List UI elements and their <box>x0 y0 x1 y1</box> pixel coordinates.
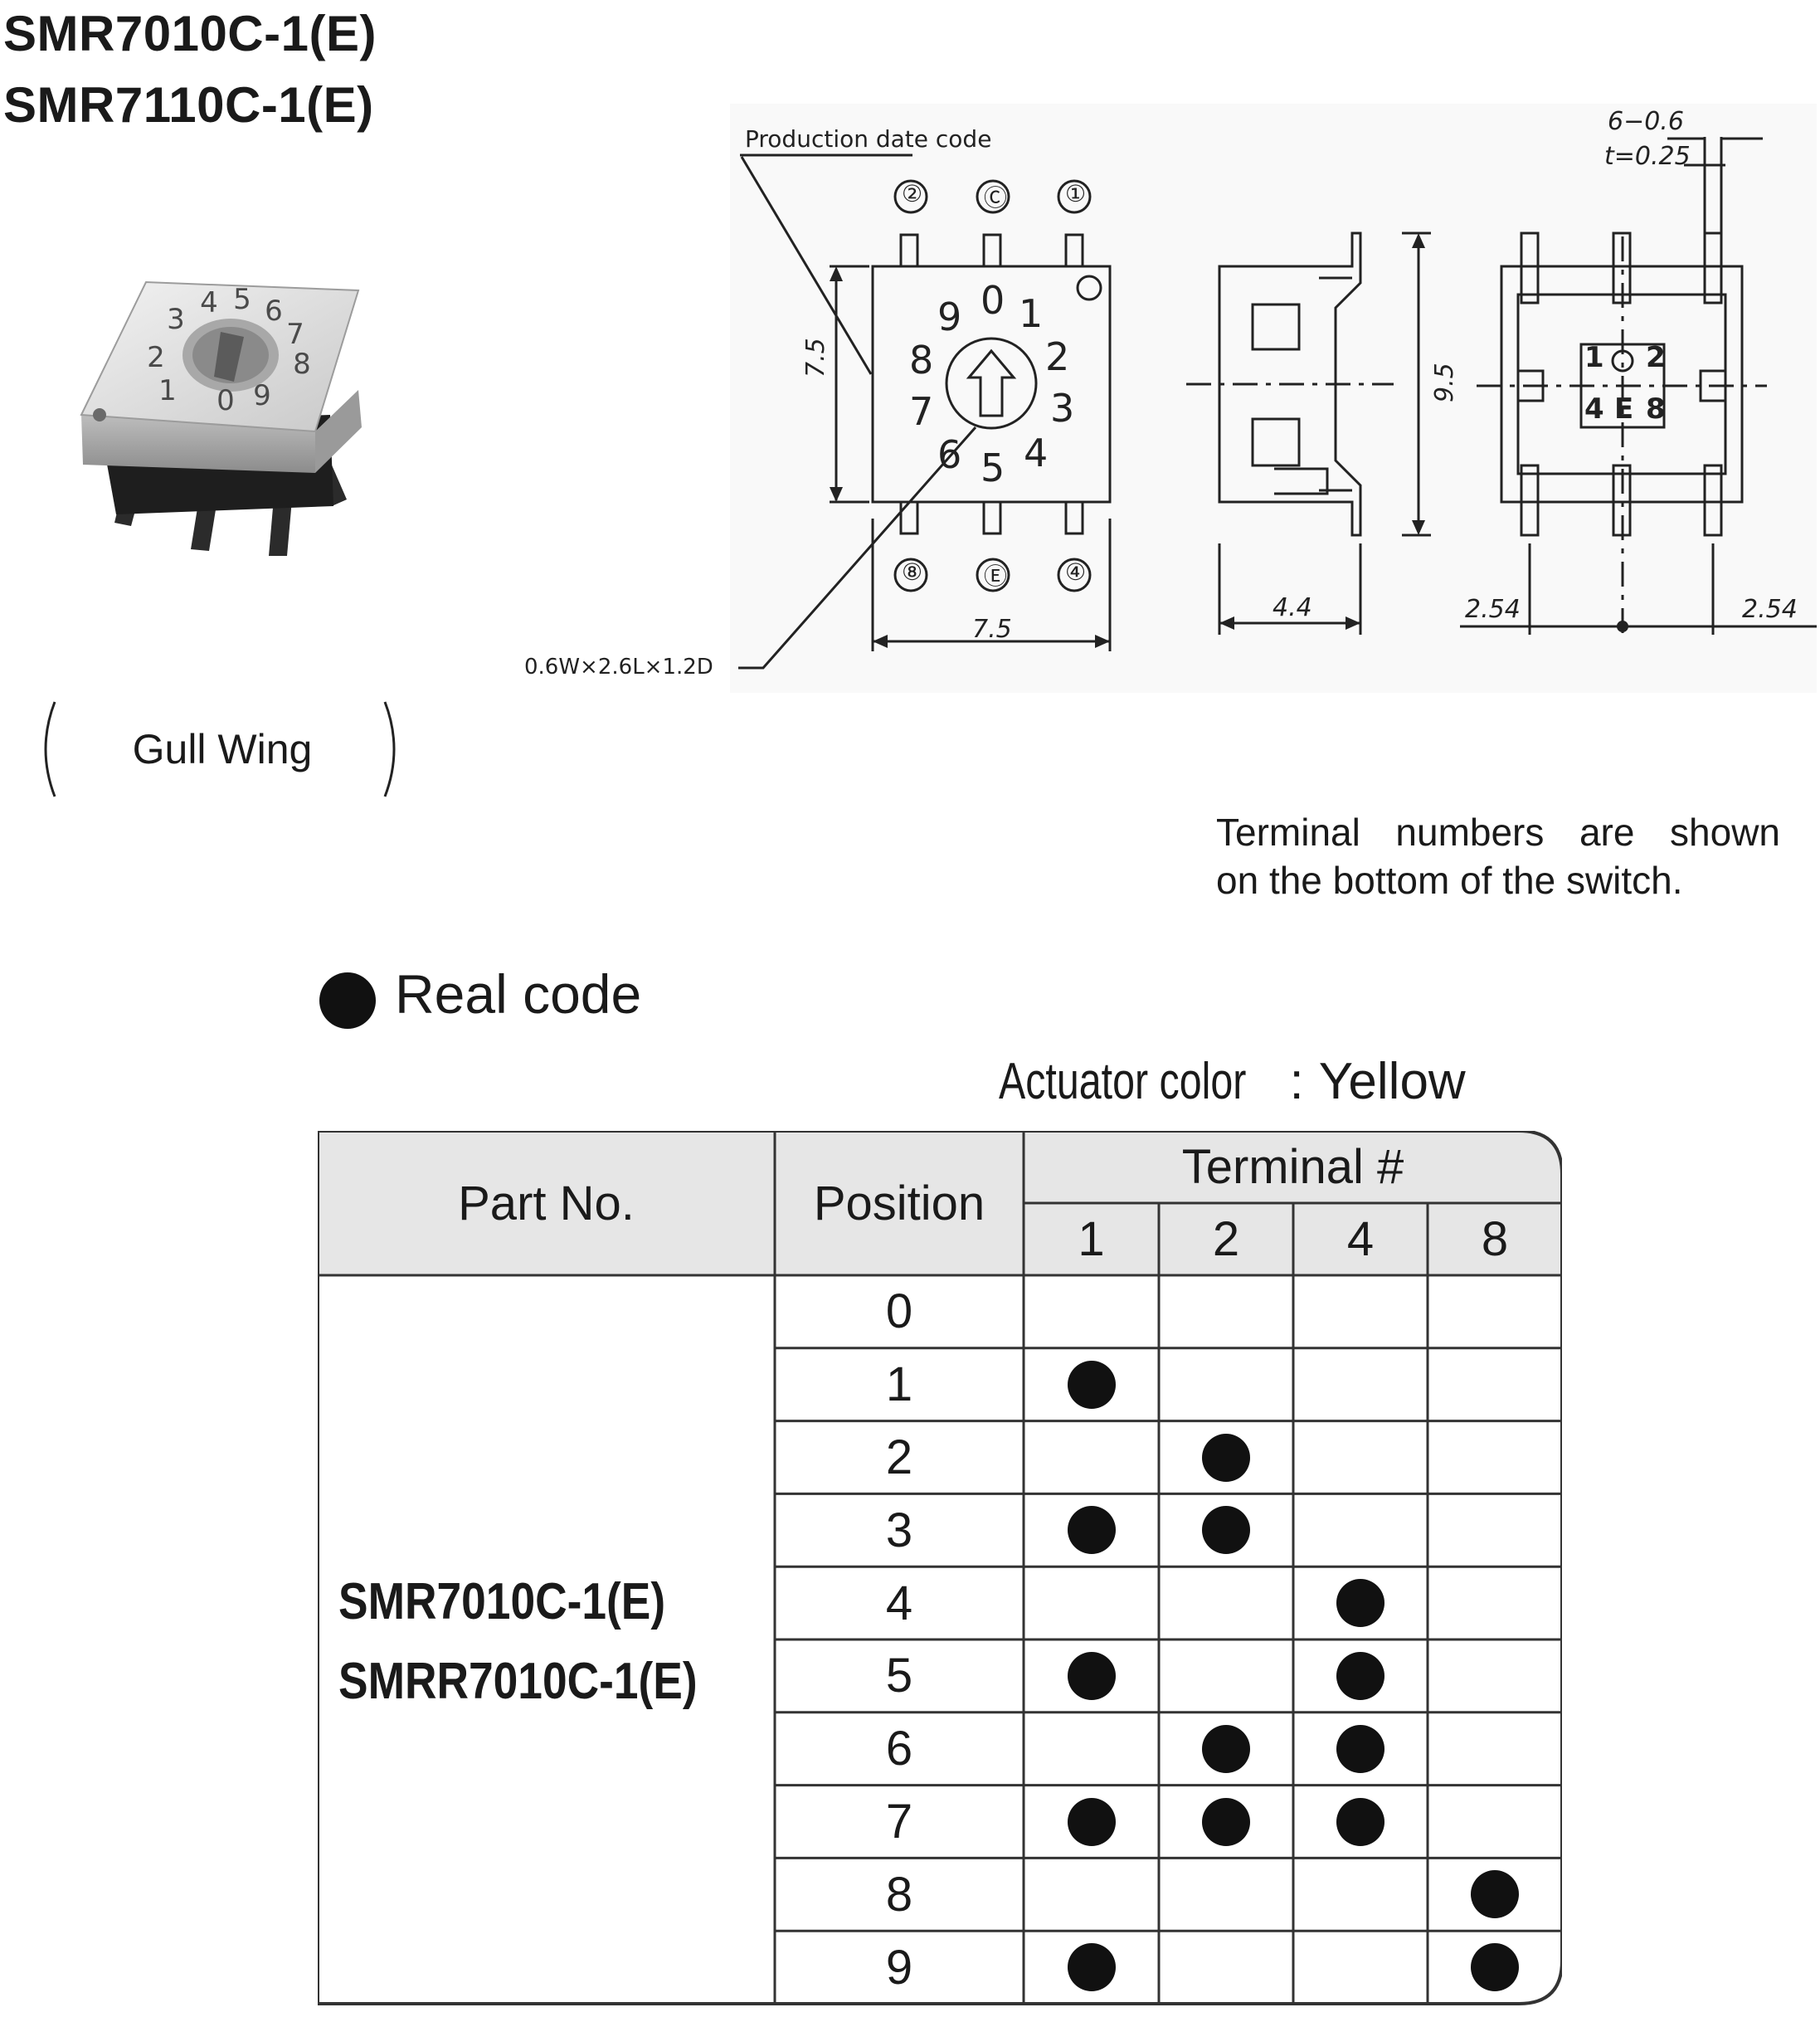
dimension-drawing: Production date code ② Ⓒ ① ⑧ Ⓔ ④ 0 1 2 3… <box>498 104 1820 693</box>
photo-dial-5: 5 <box>233 283 251 316</box>
part-numbers-cell: SMR7010C-1(E) SMRR7010C-1(E) <box>338 1562 756 1722</box>
position-cell: 4 <box>885 1576 913 1630</box>
terminal-marker-4: ④ <box>1065 558 1087 586</box>
terminal-on-dot <box>1336 1797 1384 1846</box>
terminal-on-dot <box>1336 1651 1384 1700</box>
dim-pitch-left-label: 2.54 <box>1465 595 1521 624</box>
header-terminal-4: 4 <box>1346 1212 1375 1266</box>
position-cell: 7 <box>885 1794 913 1849</box>
header-part-no: Part No. <box>458 1176 635 1230</box>
product-title-2: SMR7110C-1(E) <box>3 77 374 133</box>
terminal-marker-8: ⑧ <box>902 558 923 586</box>
header-position: Position <box>813 1176 985 1230</box>
drawing-dial-6: 6 <box>937 432 962 477</box>
drawing-lines <box>730 104 1817 693</box>
photo-dial-1: 1 <box>158 374 177 407</box>
photo-dial-6: 6 <box>265 295 283 328</box>
drawing-dial-1: 1 <box>1019 291 1044 336</box>
terminal-on-dot <box>1067 1360 1116 1409</box>
bottom-label-4: 4 <box>1584 392 1604 426</box>
position-cell: 5 <box>885 1649 913 1703</box>
drawing-dial-2: 2 <box>1045 334 1070 379</box>
actuator-color-label: Actuator color <box>999 1053 1247 1110</box>
terminal-marker-e: Ⓔ <box>984 563 1008 590</box>
photo-dial-0: 0 <box>217 384 235 417</box>
header-terminal-8: 8 <box>1481 1212 1509 1266</box>
terminal-note-line-2: on the bottom of the switch. <box>1216 859 1683 902</box>
actuator-color-separator: : <box>1289 1053 1304 1110</box>
terminal-note: Terminal numbers are shown on the bottom… <box>1216 808 1780 904</box>
product-title-1: SMR7010C-1(E) <box>3 6 377 61</box>
bottom-label-8: 8 <box>1646 392 1666 426</box>
terminal-note-line-1: Terminal numbers are shown <box>1216 811 1780 854</box>
terminal-on-dot <box>1202 1506 1250 1555</box>
terminal-on-dot <box>1067 1651 1116 1700</box>
bottom-label-2: 2 <box>1646 341 1666 374</box>
terminal-on-dot <box>1067 1506 1116 1555</box>
actuator-color: Actuator color:Yellow <box>999 1052 1466 1111</box>
production-date-code-label: Production date code <box>745 125 992 153</box>
parenthesis-brackets <box>44 701 396 797</box>
dim-height-label: 7.5 <box>801 338 830 378</box>
position-cell: 6 <box>885 1722 913 1776</box>
terminal-on-dot <box>1336 1724 1384 1773</box>
real-code-heading: Real code <box>395 963 642 1025</box>
drawing-dial-5: 5 <box>981 446 1005 490</box>
dim-side-depth-label: 4.4 <box>1273 593 1312 622</box>
header-terminal: Terminal # <box>1181 1140 1404 1194</box>
header-terminal-2: 2 <box>1212 1212 1240 1266</box>
terminal-on-dot <box>1471 1870 1519 1919</box>
terminal-on-dot <box>1202 1797 1250 1846</box>
drawing-dial-3: 3 <box>1050 386 1075 431</box>
real-code-table: SMR7010C-1(E) SMRR7010C-1(E) Part No. Pos… <box>318 1131 1562 2006</box>
terminal-on-dot <box>1471 1943 1519 1992</box>
dim-side-height-label: 9.5 <box>1430 363 1459 402</box>
terminal-on-dot <box>1202 1433 1250 1482</box>
product-photo: 4 5 6 7 8 9 0 1 2 3 <box>66 257 382 589</box>
dim-pitch-right-label: 2.54 <box>1742 595 1798 624</box>
photo-dial-3: 3 <box>167 303 185 336</box>
terminal-on-dot <box>1067 1797 1116 1846</box>
drawing-dial-9: 9 <box>937 295 962 339</box>
photo-dial-9: 9 <box>253 379 271 412</box>
terminal-on-dot <box>1202 1724 1250 1773</box>
switch-photo-illustration: 4 5 6 7 8 9 0 1 2 3 <box>80 280 362 556</box>
position-cell: 0 <box>885 1284 913 1339</box>
photo-dial-4: 4 <box>200 286 218 319</box>
table-grid <box>318 1131 1562 2005</box>
position-cell: 2 <box>885 1430 913 1484</box>
mount-type-label: Gull Wing <box>43 695 401 803</box>
terminal-marker-c: Ⓒ <box>984 184 1008 212</box>
header-terminal-1: 1 <box>1078 1212 1105 1266</box>
bottom-label-e: E <box>1614 392 1634 426</box>
part-number-1: SMR7010C-1(E) <box>338 1573 666 1630</box>
position-cell: 1 <box>885 1357 913 1412</box>
drawing-dial-0: 0 <box>981 278 1005 323</box>
actuator-color-value: Yellow <box>1318 1053 1466 1110</box>
bullet-icon <box>319 972 376 1029</box>
terminal-marker-1: ① <box>1065 180 1087 207</box>
drawing-dial-8: 8 <box>909 338 934 382</box>
drawing-dial-7: 7 <box>909 389 934 434</box>
terminal-on-dot <box>1336 1579 1384 1628</box>
position-cell: 9 <box>885 1940 913 1995</box>
dim-width-label: 7.5 <box>972 615 1012 644</box>
part-number-2: SMRR7010C-1(E) <box>338 1653 698 1710</box>
bottom-label-1: 1 <box>1584 341 1604 374</box>
photo-dial-2: 2 <box>147 341 165 374</box>
drawing-dial-4: 4 <box>1024 431 1049 475</box>
photo-dial-7: 7 <box>286 318 304 351</box>
position-cell: 3 <box>885 1503 913 1557</box>
photo-dial-8: 8 <box>293 348 311 381</box>
position-cell: 8 <box>885 1867 913 1922</box>
pin-thickness-label: t=0.25 <box>1604 142 1691 171</box>
terminal-marker-2: ② <box>902 180 923 207</box>
hole-spec-label: 0.6W×2.6L×1.2D <box>524 655 713 680</box>
gull-wing-text: Gull Wing <box>132 726 313 772</box>
terminal-on-dot <box>1067 1943 1116 1992</box>
pin-width-label: 6−0.6 <box>1608 107 1684 136</box>
